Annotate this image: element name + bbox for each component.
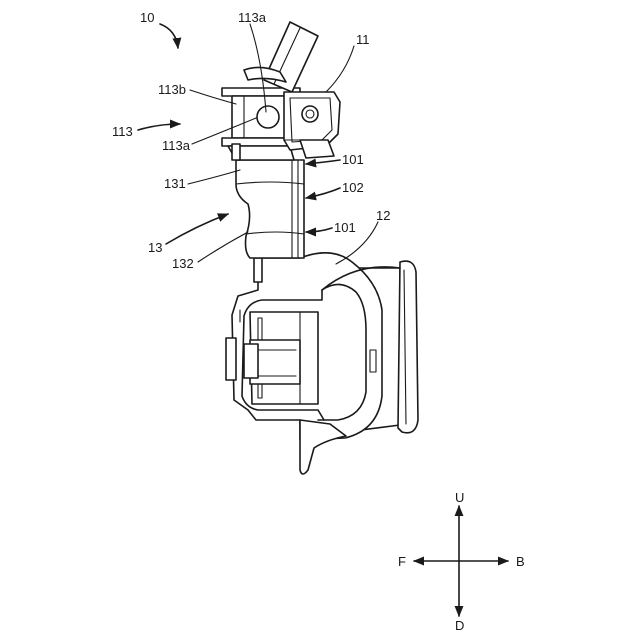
housing-12 [226, 253, 400, 474]
direction-down: D [455, 618, 464, 633]
label-101-upper: 101 [342, 152, 364, 167]
bracket-11 [284, 92, 340, 158]
label-11: 11 [356, 32, 370, 47]
label-113a-top: 113a [238, 10, 267, 25]
link-body-13 [236, 160, 304, 258]
label-12: 12 [376, 208, 390, 223]
direction-front: F [398, 554, 406, 569]
direction-back: B [516, 554, 525, 569]
label-113: 113 [112, 124, 133, 139]
label-131: 131 [164, 176, 186, 191]
shaft [244, 22, 318, 92]
label-13: 13 [148, 240, 162, 255]
label-101-lower: 101 [334, 220, 356, 235]
label-10: 10 [140, 10, 154, 25]
label-113a-lower: 113a [162, 138, 191, 153]
direction-compass: U D F B [398, 490, 525, 633]
label-113b: 113b [158, 82, 186, 97]
direction-up: U [455, 490, 464, 505]
label-132: 132 [172, 256, 194, 271]
label-102: 102 [342, 180, 364, 195]
